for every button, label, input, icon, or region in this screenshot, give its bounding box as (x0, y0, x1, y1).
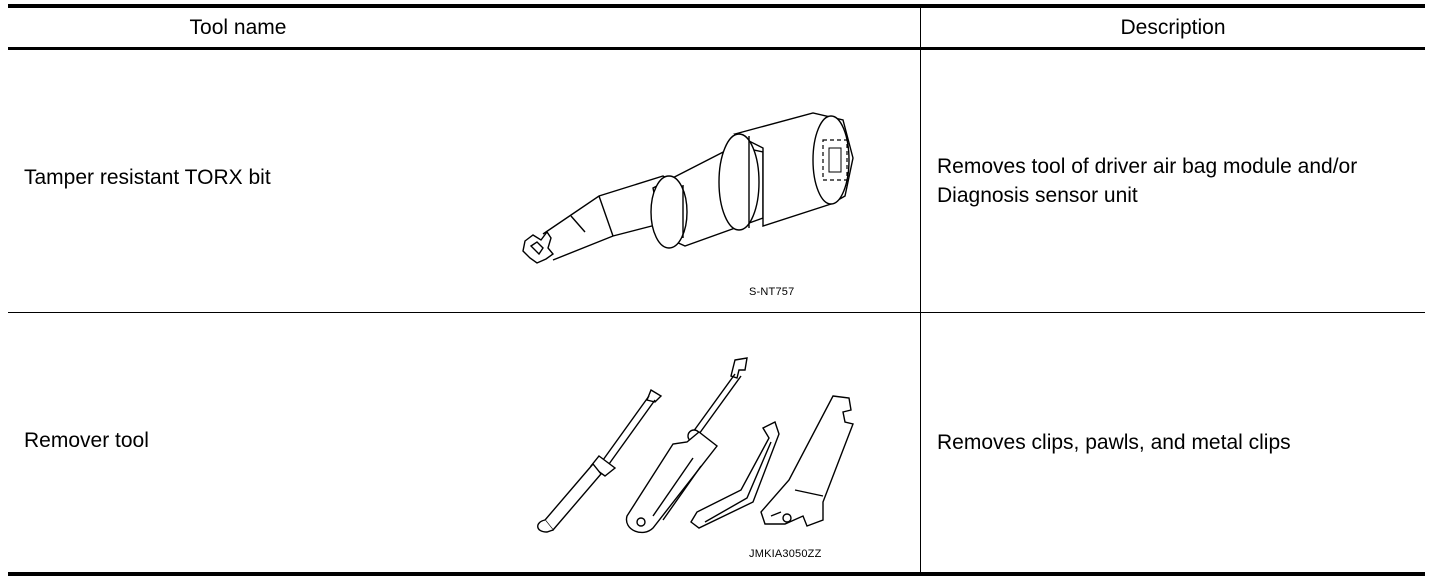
row-torx-bit-name: Tamper resistant TORX bit (24, 166, 271, 189)
table-header-rule (8, 47, 1425, 50)
row-torx-bit-description: Removes tool of driver air bag module an… (937, 152, 1417, 210)
figure-code-torx: S-NT757 (749, 286, 795, 298)
table-row-divider (8, 312, 1425, 313)
table-column-divider (920, 8, 921, 572)
torx-bit-illustration (522, 112, 854, 264)
figure-code-remover: JMKIA3050ZZ (749, 548, 822, 560)
table-bottom-rule (8, 572, 1425, 576)
header-description: Description (1120, 15, 1226, 39)
row-remover-tool-name: Remover tool (24, 429, 149, 452)
row-remover-tool-description: Removes clips, pawls, and metal clips (937, 428, 1417, 457)
description-line: Removes clips, pawls, and metal clips (937, 431, 1291, 454)
tool-table: Tool name Description Tamper resistant T… (8, 0, 1425, 582)
description-line: Removes tool of driver air bag module an… (937, 155, 1358, 178)
table-top-rule (8, 4, 1425, 8)
header-tool-name: Tool name (189, 15, 287, 39)
remover-tools-illustration (537, 357, 854, 534)
description-line: Diagnosis sensor unit (937, 184, 1138, 207)
